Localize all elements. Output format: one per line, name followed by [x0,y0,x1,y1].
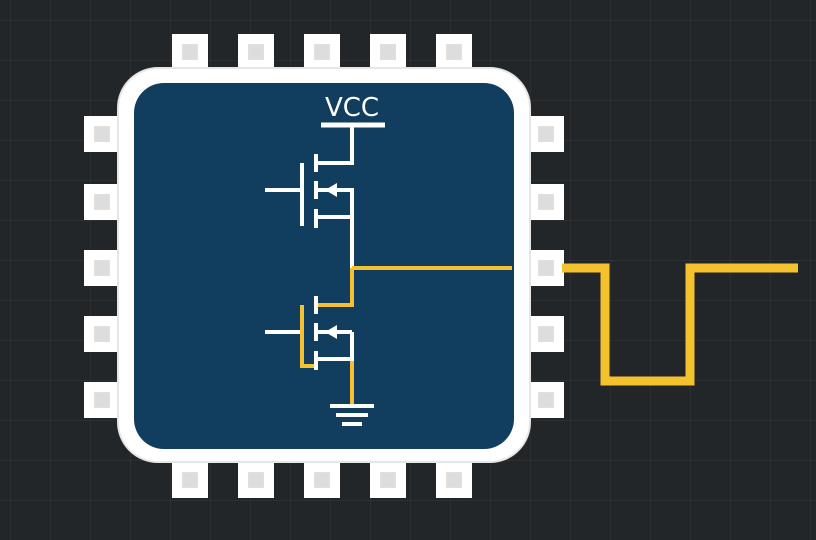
chip-pin-left-pad [94,392,110,408]
pmos-transistor-icon [265,154,354,268]
chip-pin-right-pad [538,260,554,276]
chip-pin-left-pad [94,126,110,142]
chip-pins-bottom [172,462,472,498]
chip-pin-left-pad [94,326,110,342]
output-signal-wire [316,266,512,307]
chip-pin-right-pad [538,126,554,142]
chip-pin-top-pad [446,44,462,60]
chip-pins-left [84,116,120,418]
chip-pins-right [528,116,564,418]
chip-pins-top [172,34,472,70]
chip-pin-right-pad [538,392,554,408]
nmos-transistor-icon [265,296,354,404]
chip-pin-top-pad [182,44,198,60]
chip-pin-top-pad [314,44,330,60]
chip-pin-right-pad [538,326,554,342]
chip-pin-bottom-pad [248,472,264,488]
vcc-label: VCC [325,93,379,123]
chip-pin-bottom-pad [182,472,198,488]
chip-pin-bottom-pad [314,472,330,488]
chip-pin-top-pad [248,44,264,60]
chip-pin-left-pad [94,194,110,210]
chip-pin-right-pad [538,194,554,210]
vcc-rail-icon: VCC [316,93,385,165]
chip-pin-top-pad [380,44,396,60]
chip-pin-left-pad [94,260,110,276]
chip-body [134,83,514,449]
ground-symbol-icon [330,404,374,426]
output-square-wave [562,263,798,386]
chip-pin-bottom-pad [446,472,462,488]
chip-pin-bottom-pad [380,472,396,488]
